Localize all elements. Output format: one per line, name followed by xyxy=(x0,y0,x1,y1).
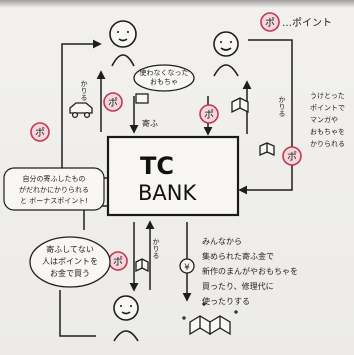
point-marker-icon xyxy=(260,12,280,32)
bank-box: TC BANK xyxy=(106,135,240,217)
kariru-label: かりる xyxy=(152,238,160,259)
speech-bubble-no-donation: 寄ふしてない 人はポイントを お金で買う xyxy=(29,236,111,288)
sparkles xyxy=(182,302,238,320)
bubble-line: 人はポイントを xyxy=(42,257,98,266)
note-line: みんなから xyxy=(202,237,242,246)
bubble-line: 寄ふしてない xyxy=(46,244,94,254)
yen-coin: ¥ xyxy=(179,258,195,274)
bank-name: BANK xyxy=(138,181,197,205)
note-line: 新作のまんがやおもちゃを xyxy=(202,266,298,276)
point-markers: ポ ポ ポ ポ ポ xyxy=(30,92,302,271)
point-marker-icon xyxy=(282,146,302,166)
toy-car-icon xyxy=(69,102,93,114)
note-left-bonus: 自分の寄ふしたもの がだれかにかりられる と ボーナスポイント! xyxy=(3,167,105,211)
doodles xyxy=(69,93,275,336)
note-line: うけとった xyxy=(310,92,345,100)
note-line: 使ったりする xyxy=(202,296,250,306)
note-line: と ボーナスポイント! xyxy=(20,197,88,205)
note-line: マンガや xyxy=(310,115,338,124)
speech-bubble-donate: 使わなくなった おもちゃ xyxy=(133,64,195,92)
person-top-left xyxy=(109,20,137,67)
labels: かりる 寄ふ かりる かりる xyxy=(80,80,286,259)
note-line: 集められた寄ふ金で xyxy=(202,251,274,261)
note-line: かりられる xyxy=(310,140,345,148)
kariru-label: かりる xyxy=(80,80,88,101)
note-line: ポイントで xyxy=(310,104,345,112)
person-icon xyxy=(213,31,239,57)
note-bottom-right: みんなから 集められた寄ふ金で 新作のまんがやおもちゃを 買ったり、修理代に 使… xyxy=(202,237,298,306)
person-icon xyxy=(109,20,137,48)
note-right-points: うけとった ポイントで マンガや おもちゃを かりられる xyxy=(310,92,345,148)
point-marker-icon xyxy=(103,92,123,112)
person-top-right xyxy=(213,31,239,77)
point-marker-label: ポ xyxy=(35,127,45,139)
note-line: 買ったり、修理代に xyxy=(202,281,274,291)
legend-label: …ポイント xyxy=(282,17,332,29)
note-line: おもちゃを xyxy=(310,128,345,136)
yen-label: ¥ xyxy=(184,263,190,273)
person-icon xyxy=(113,295,139,321)
yen-coin-icon xyxy=(179,258,195,274)
kifu-label: 寄ふ xyxy=(142,118,158,128)
kariru-label: かりる xyxy=(278,96,286,117)
point-marker-icon xyxy=(30,122,50,142)
note-line: がだれかにかりられる xyxy=(19,185,89,194)
person-bottom xyxy=(113,295,139,342)
bubble-line: おもちゃ xyxy=(150,78,178,86)
point-marker-label: ポ xyxy=(108,97,118,109)
point-marker-label: ポ xyxy=(287,151,297,163)
flow-arrow xyxy=(59,290,96,337)
bank-title: TC xyxy=(140,152,174,180)
legend: ポ …ポイント xyxy=(260,12,332,32)
flow-arrow xyxy=(238,39,293,195)
photo-edge-shadow xyxy=(0,0,354,8)
point-marker-label: ポ xyxy=(204,109,214,121)
bubble-line: お金で買う xyxy=(50,268,90,278)
note-line: 自分の寄ふしたもの xyxy=(23,174,86,183)
point-marker-icon xyxy=(199,104,219,124)
point-marker-label: ポ xyxy=(113,256,123,268)
legend-symbol: ポ xyxy=(265,17,275,29)
toy-box-icon xyxy=(135,93,149,104)
bubble-line: 使わなくなった xyxy=(140,68,189,77)
